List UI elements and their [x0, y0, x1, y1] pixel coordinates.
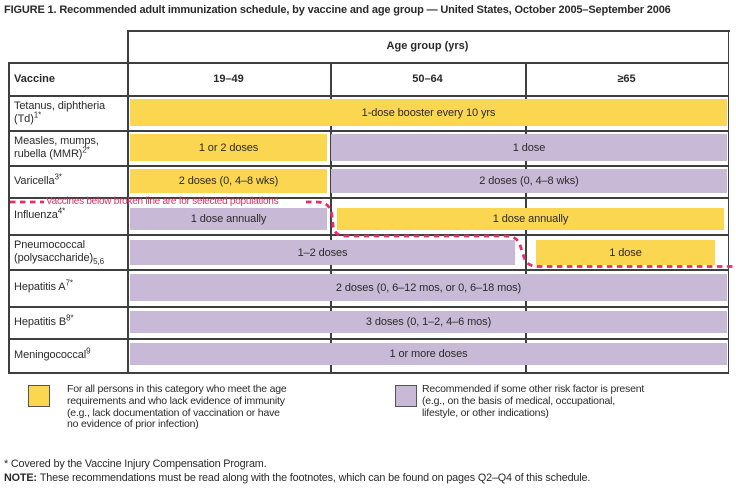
bar-hepatitis-a-all-ages: 2 doses (0, 6–12 mos, or 0, 6–18 mos): [130, 274, 727, 301]
vaccine-label-influenza: Influenza4*: [14, 206, 66, 221]
broken-line-note: Vaccines below broken line are for selec…: [46, 196, 279, 207]
table-row-line: [8, 306, 729, 308]
legend-yellow-swatch: [28, 385, 50, 407]
table-row-line: [8, 269, 729, 271]
bar-mmr-19-49: 1 or 2 doses: [130, 134, 327, 161]
footnote-note-label: NOTE:: [4, 472, 37, 484]
age-group-header: Age group (yrs): [386, 40, 469, 52]
table-line-top: [127, 30, 730, 32]
legend-purple-text: Recommended if some other risk factor is…: [422, 383, 702, 419]
bar-varicella-50plus: 2 doses (0, 4–8 wks): [331, 169, 727, 193]
age-column-50-64: 50–64: [412, 72, 443, 85]
legend-line: lifestyle, or other indications): [422, 406, 549, 419]
bar-mmr-50plus: 1 dose: [331, 134, 727, 161]
bar-tetanus-all-ages: 1-dose booster every 10 yrs: [130, 99, 727, 126]
footnote-vicp: * Covered by the Vaccine Injury Compensa…: [4, 458, 267, 470]
legend-line: requirements and who lack evidence of im…: [67, 394, 285, 407]
footnote-note-text: These recommendations must be read along…: [39, 472, 591, 484]
table-line-vaccine-col: [127, 30, 129, 374]
age-column-19-49: 19–49: [213, 72, 244, 85]
vaccine-label-varicella: Varicella3*: [14, 171, 62, 187]
vaccine-label-mmr: Measles, mumps, rubella (MMR)2*: [14, 134, 99, 160]
table-row-line: [8, 130, 729, 132]
legend-line: no evidence of prior infection): [67, 418, 199, 431]
vaccine-label-pneumococcal: Pneumococcal (polysaccharide)5,6: [14, 238, 104, 266]
table-row-line: [8, 338, 729, 340]
bar-influenza-19-49: 1 dose annually: [130, 208, 327, 230]
vaccine-label-hepatitis-a: Hepatitis A7*: [14, 278, 73, 293]
legend-line: (e.g., lack documentation of vaccination…: [67, 406, 280, 419]
table-line-header1-bottom: [8, 62, 729, 64]
vaccine-column-header: Vaccine: [14, 72, 55, 85]
vaccine-label-hepatitis-b: Hepatitis B8*: [14, 312, 74, 328]
footnote-note: NOTE:These recommendations must be read …: [4, 472, 590, 484]
table-line-left: [8, 62, 10, 374]
bar-pneumococcal-19-64: 1–2 doses: [130, 240, 515, 265]
legend-line: Recommended if some other risk factor is…: [422, 383, 645, 395]
bar-pneumococcal-65plus: 1 dose: [536, 240, 715, 265]
bar-hepatitis-b-all-ages: 3 doses (0, 1–2, 4–6 mos): [130, 311, 727, 333]
legend-line: For all persons in this category who mee…: [67, 383, 287, 395]
legend-line: (e.g., on the basis of medical, occupati…: [422, 394, 615, 407]
table-line-header2-bottom: [8, 95, 729, 97]
vaccine-label-tetanus: Tetanus, diphtheria (Td)1*: [14, 99, 106, 125]
vaccine-label-meningococcal: Meningococcal9: [14, 345, 91, 361]
bar-influenza-50plus: 1 dose annually: [337, 208, 724, 230]
table-line-bottom: [8, 372, 729, 374]
table-row-line: [8, 197, 729, 199]
table-row-line: [8, 165, 729, 167]
figure-title: FIGURE 1. Recommended adult immunization…: [4, 4, 671, 16]
bar-varicella-19-49: 2 doses (0, 4–8 wks): [130, 169, 327, 193]
legend-purple-swatch: [395, 385, 417, 407]
bar-meningococcal-all-ages: 1 or more doses: [130, 343, 727, 365]
age-column-65plus: ≥65: [617, 72, 636, 85]
legend-yellow-text: For all persons in this category who mee…: [67, 383, 347, 431]
